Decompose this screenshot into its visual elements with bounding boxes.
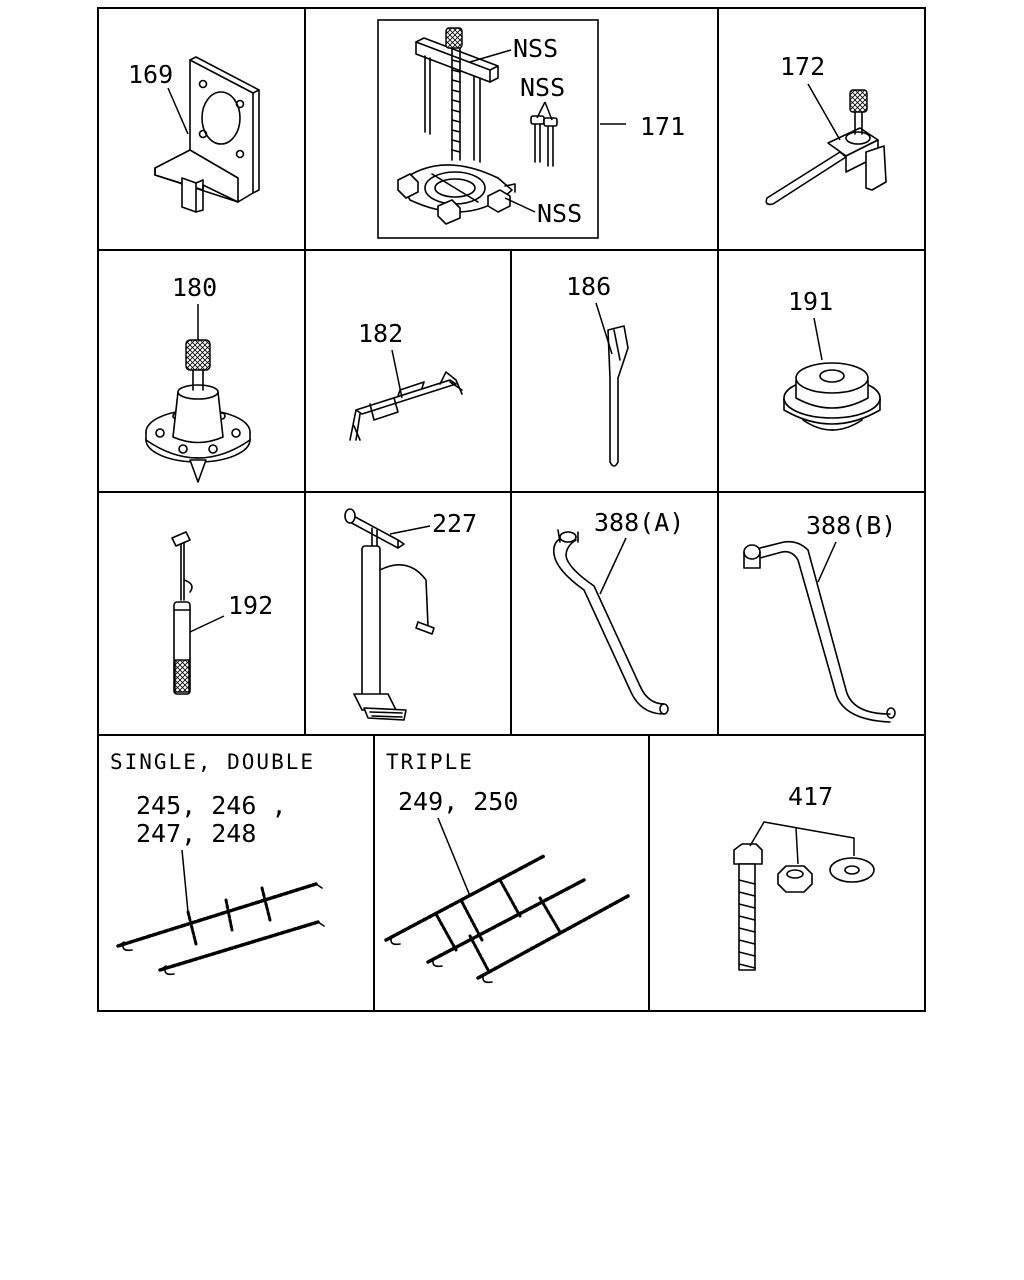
part-cell-chains-triple: TRIPLE 249, 250 (384, 750, 630, 984)
cell-header-single-double: SINGLE, DOUBLE (110, 750, 315, 774)
label-388a: 388(A) (594, 508, 684, 537)
leader-182 (391, 349, 403, 399)
part-cell-172: 172 (765, 52, 887, 206)
leader-186 (595, 302, 613, 355)
leader-nss-bolts (536, 101, 553, 121)
tube-a-drawing (552, 529, 669, 715)
label-417: 417 (788, 782, 833, 811)
part-cell-182: 182 (349, 319, 463, 441)
leader-172 (807, 83, 841, 141)
label-180: 180 (172, 273, 217, 302)
part-cell-417: 417 (733, 782, 875, 971)
label-186: 186 (566, 272, 611, 301)
gauge-arm-drawing (765, 89, 887, 206)
part-cell-388a: 388(A) (552, 508, 684, 715)
label-172: 172 (780, 52, 825, 81)
label-249-250: 249, 250 (398, 787, 518, 816)
label-388b: 388(B) (806, 511, 896, 540)
leader-388b (817, 541, 837, 583)
bushing-drawing (783, 362, 881, 431)
label-182: 182 (358, 319, 403, 348)
grid-frame (97, 7, 926, 1012)
leader-chains-sd (181, 849, 189, 913)
label-nss-separator: NSS (537, 199, 582, 228)
chain-sd-drawing (116, 882, 325, 976)
pump-drawing (344, 508, 435, 721)
chain-triple-drawing (384, 854, 630, 984)
part-cell-227: 227 (344, 508, 477, 721)
leader-388a (599, 537, 627, 595)
punch-drawing (607, 325, 629, 467)
part-cell-191: 191 (783, 287, 881, 431)
label-191: 191 (788, 287, 833, 316)
leader-191 (813, 317, 823, 361)
label-171: 171 (640, 112, 685, 141)
clip-drawing (349, 371, 463, 441)
label-169: 169 (128, 60, 173, 89)
tube-b-drawing (743, 540, 896, 723)
part-cell-192: 192 (171, 531, 273, 695)
part-cell-388b: 388(B) (743, 511, 896, 723)
cell-header-triple: TRIPLE (386, 750, 474, 774)
label-227: 227 (432, 509, 477, 538)
leader-chains-triple (437, 817, 471, 897)
label-nss-crossbar: NSS (513, 34, 558, 63)
part-cell-180: 180 (145, 273, 251, 483)
bracket-drawing (154, 56, 260, 213)
label-nss-bolts: NSS (520, 73, 565, 102)
leader-227 (389, 525, 431, 535)
leader-nss-crossbar (469, 49, 512, 63)
dial-base-drawing (145, 339, 251, 483)
bolt-set-drawing (733, 843, 875, 971)
leader-417 (749, 821, 855, 865)
leader-169 (167, 87, 189, 135)
part-cell-169: 169 (128, 56, 260, 213)
label-192: 192 (228, 591, 273, 620)
leader-nss-separator (504, 197, 536, 213)
part-cell-186: 186 (566, 272, 629, 467)
kit-outline (377, 19, 599, 239)
label-247-248: 247, 248 (136, 819, 256, 848)
part-cell-171: NSS NSS NSS 171 (377, 19, 685, 239)
part-cell-chains-single-double: SINGLE, DOUBLE 245, 246 , 247, 248 (110, 750, 325, 976)
probe-drawing (171, 531, 193, 695)
puller-drawing (397, 27, 558, 225)
leader-192 (189, 615, 225, 633)
label-245-246: 245, 246 , (136, 791, 287, 820)
